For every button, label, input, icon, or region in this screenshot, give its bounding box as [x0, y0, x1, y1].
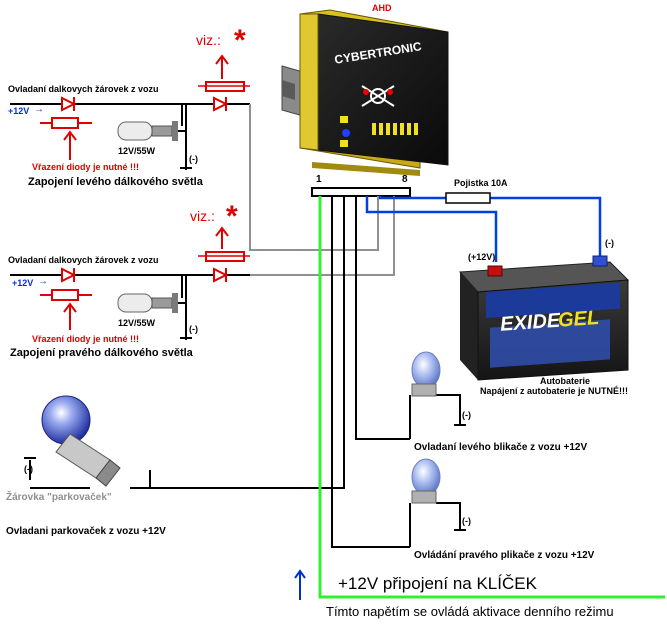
right-diode-warning: Vřazení diody je nutné !!! [32, 334, 140, 344]
right-supply-arrow-icon: → [38, 276, 48, 287]
left-caption: Zapojení levého dálkového světla [28, 176, 203, 188]
battery-plus-label: (+12V) [468, 252, 496, 262]
ignition-arrow-icon [294, 569, 306, 600]
blinker-right-ground: (-) [462, 516, 471, 526]
control-module [281, 9, 449, 176]
battery-note: Napájení z autobaterie je NUTNÉ!!! [480, 386, 629, 396]
right-viz-label: viz.: [190, 208, 215, 224]
left-wire-label: Ovladaní dalkovych žárovek z vozu [8, 84, 159, 94]
battery-caption: Autobaterie [540, 376, 591, 386]
battery-brand-suffix: GEL [557, 307, 600, 332]
left-light-components [40, 54, 250, 169]
pin-wires [24, 196, 466, 548]
blue-wires [365, 196, 602, 264]
right-supply-label: +12V [12, 278, 34, 288]
pin-first-label: 1 [316, 174, 322, 185]
battery-brand: EXIDE [499, 310, 561, 336]
left-bulb-rating: 12V/55W [118, 146, 156, 156]
right-wire-label: Ovladaní dalkovych žárovek z vozu [8, 255, 159, 265]
ignition-label: +12V připojení na KLÍČEK [338, 574, 537, 593]
parking-control-label: Ovladani parkovaček z vozu +12V [6, 526, 166, 537]
blinker-left-bulb [411, 351, 441, 397]
left-viz-label: viz.: [196, 32, 221, 48]
left-supply-arrow-icon: → [34, 104, 44, 115]
parking-bulb-label: Žárovka "parkovaček" [6, 492, 112, 503]
blinker-left-label: Ovladaní levého blikače z vozu +12V [414, 442, 588, 453]
left-diode-warning: Vřazení diody je nutné !!! [32, 162, 140, 172]
left-supply-label: +12V [8, 106, 30, 116]
ignition-wire [318, 196, 665, 599]
parking-ground: (-) [24, 464, 33, 474]
module-badge: AHD [372, 3, 392, 13]
gray-wires [249, 104, 395, 276]
right-bulb-rating: 12V/55W [118, 318, 156, 328]
right-ground-label: (-) [189, 324, 198, 334]
battery [458, 255, 630, 381]
wire-harness [10, 103, 411, 340]
ignition-note: Tímto napětím se ovládá aktivace denního… [326, 604, 614, 619]
blinker-right-bulb [411, 458, 441, 504]
blinker-right-label: Ovládání pravého plikače z vozu +12V [414, 550, 595, 561]
fuse [445, 192, 491, 204]
parking-bulb [41, 395, 121, 487]
asterisk-icon: * [226, 200, 238, 233]
right-light-components [40, 226, 250, 339]
fuse-label: Pojistka 10A [454, 178, 508, 188]
left-ground-label: (-) [189, 154, 198, 164]
right-caption: Zapojení pravého dálkového světla [10, 347, 193, 359]
battery-minus-label: (-) [605, 238, 614, 248]
asterisk-icon: * [234, 24, 246, 57]
pin-last-label: 8 [402, 174, 408, 185]
blinker-left-ground: (-) [462, 410, 471, 420]
